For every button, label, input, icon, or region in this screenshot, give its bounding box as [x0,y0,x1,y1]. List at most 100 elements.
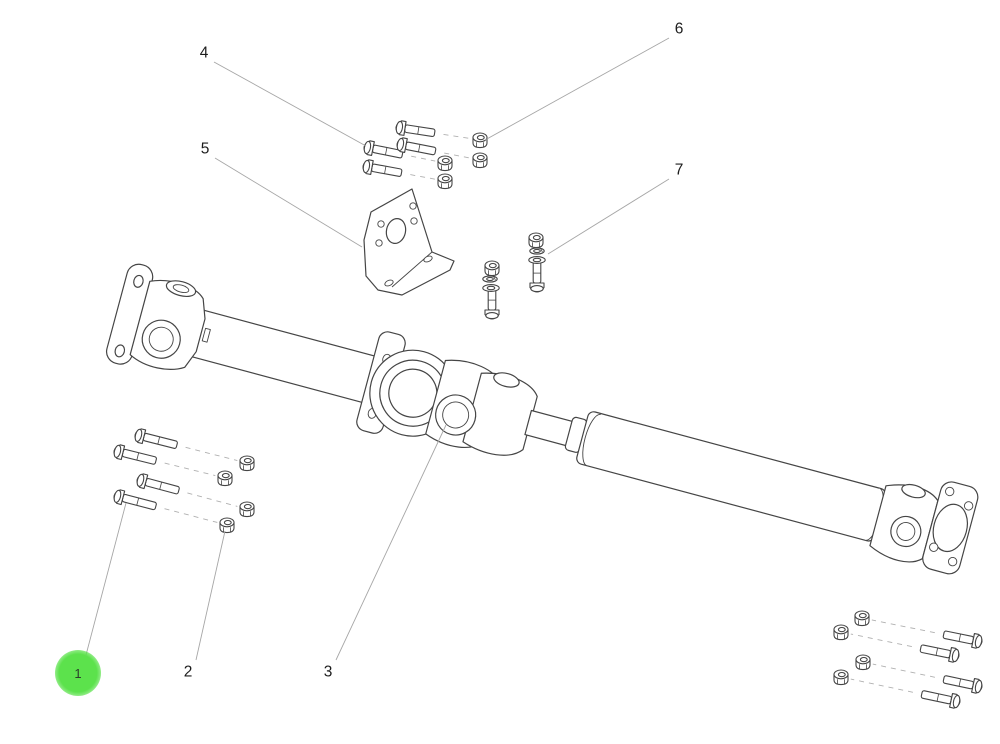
bolt-icon [529,260,545,293]
nut-icon [217,470,233,487]
drawing-shape [942,630,975,645]
bracket-hole [410,217,418,225]
drawing-shape [530,285,544,293]
drawing-shape [141,429,147,444]
drawing-shape [952,694,961,709]
drawing-shape [476,154,485,161]
leader-line-4 [213,61,367,147]
drawing-shape [221,472,230,479]
bolt-icon [362,159,403,177]
nut-icon [472,132,488,149]
bolt-icon [920,690,961,709]
drawing-shape [971,633,975,648]
flat-washer-icon [482,284,500,292]
drawing-shape [920,690,953,705]
callout-leader-lines [85,37,670,661]
part-callout-7[interactable]: 7 [674,161,684,179]
front-flange-hole [133,274,144,288]
leader-line-7 [547,178,670,255]
driveshaft-assembly-drawing [105,263,979,575]
drawing-shape [476,134,485,141]
drawing-shape [371,141,375,156]
drawing-shape [896,522,916,541]
bolt-icon [942,675,983,694]
drawing-shape [405,141,437,156]
bolt-icon [942,630,983,649]
drawing-shape [371,163,403,177]
drawing-shape [486,285,496,291]
drawing-shape [120,445,125,460]
nut-icon [239,455,255,472]
drawing-shape [404,124,436,138]
part-callout-3[interactable]: 3 [323,663,333,681]
drawing-shape [159,482,162,490]
bracket-center-hole [385,218,407,244]
nut-icon [854,610,870,627]
drawing-shape [172,284,190,294]
nut-icon [437,155,453,172]
assembly-axis-dash-line [443,133,471,139]
part-callout-2[interactable]: 2 [183,663,193,681]
nut-icon [833,669,849,686]
drawing-shape [113,489,122,503]
support-bracket [363,188,455,296]
spring-washer-icon [529,247,545,255]
drawing-shape [121,493,157,511]
assembly-axis-dash-line [410,174,436,180]
drawing-shape [136,452,140,460]
drawing-shape [488,262,497,269]
rear-flange-hole [945,486,955,497]
assembly-axis-dash-line [850,678,914,693]
assembly-axis-dash-line [871,619,935,634]
drawing-shape [404,138,408,153]
drawing-shape [441,175,450,182]
rear-flange-hole [947,556,958,567]
center-joint-boss [493,372,520,388]
part-callout-1[interactable]: 1 [55,650,101,696]
drawing-shape [384,166,387,174]
drawing-shape [136,473,145,487]
drawing-shape [157,436,161,445]
drawing-shape [223,519,232,526]
drawing-shape [121,448,157,465]
rear-joint-boss [901,483,926,499]
bolt-icon [396,137,437,156]
assembly-dash-lines [164,133,936,693]
drawing-shape [942,675,975,690]
assembly-axis-dash-line [411,155,436,162]
flat-washer-icon [528,256,546,264]
nut-icon [437,173,453,190]
drawing-shape [148,326,174,352]
part-callout-4[interactable]: 4 [199,44,209,62]
drawing-shape [403,121,407,136]
drawing-shape [837,671,846,678]
part-callout-6[interactable]: 6 [674,20,684,38]
drawing-shape [493,276,496,281]
part-callout-5[interactable]: 5 [200,140,210,158]
drawing-shape [142,432,178,449]
spring-washer-icon [482,275,498,283]
drawing-shape [113,444,122,458]
drawing-shape [971,678,975,693]
drawing-shape [540,248,543,253]
drawing-shape [958,678,961,687]
front-shaft-tube [187,309,392,407]
drawing-shape [136,498,140,506]
drawing-shape [532,260,542,284]
assembly-axis-dash-line [164,462,216,477]
drawing-shape [935,648,938,656]
bolt-icon [919,644,960,663]
assembly-axis-dash-line [185,446,238,461]
rear-flange-hole [963,501,974,511]
drawing-shape [395,120,404,135]
drawing-shape [363,140,372,155]
balance-weight [201,327,211,343]
drawing-shape [243,503,252,510]
bolt-icon [395,120,436,138]
support-bracket-drawing [363,188,455,296]
drawing-shape [974,679,983,694]
drawing-shape [120,490,126,505]
bolt-icon [113,489,157,511]
